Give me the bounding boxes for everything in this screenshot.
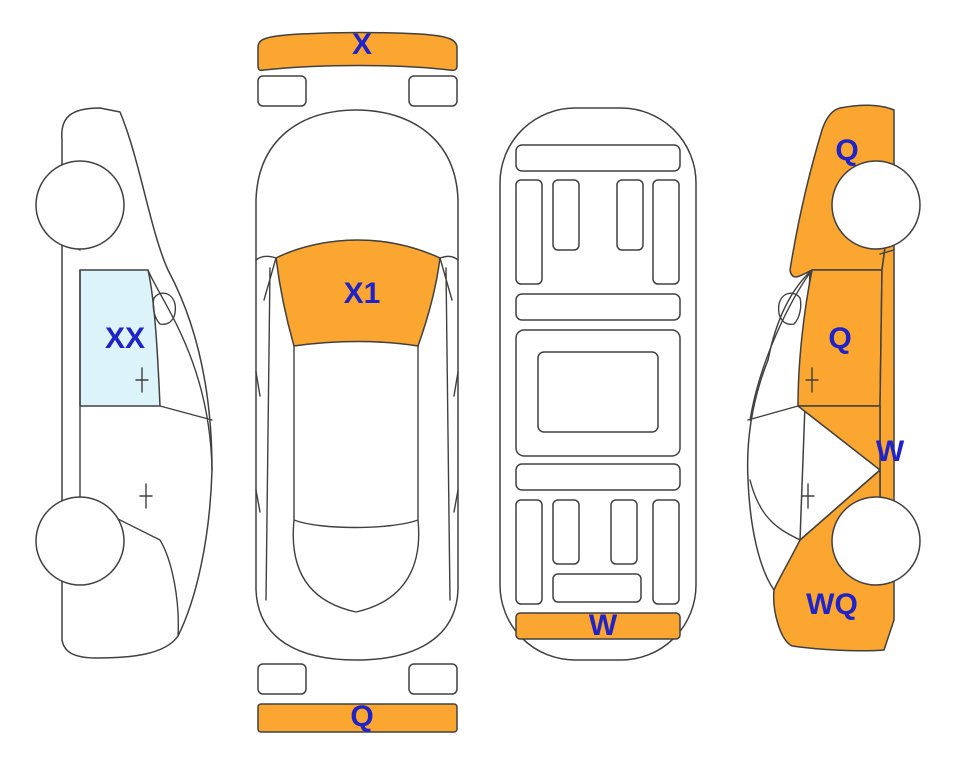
top-view-mirrors bbox=[255, 371, 459, 513]
right-rear-door-label: W bbox=[876, 435, 905, 468]
right-front-fender-label: Q bbox=[835, 134, 858, 167]
underside-panel bbox=[515, 293, 681, 321]
underside-panel bbox=[610, 499, 638, 565]
rear-bumper-label: Q bbox=[350, 700, 373, 733]
left-rear-wheel bbox=[35, 496, 125, 586]
front-bumper-label: X bbox=[352, 28, 372, 61]
right-rear-quarter-label: WQ bbox=[806, 588, 858, 621]
trunk-panel-label: W bbox=[589, 609, 618, 642]
right-side-lines bbox=[747, 249, 895, 541]
front-left-light bbox=[257, 75, 307, 107]
underside-panel bbox=[515, 179, 543, 285]
right-rear-wheel bbox=[831, 496, 921, 586]
left-side-view: XX bbox=[35, 107, 213, 659]
underside-panel bbox=[652, 499, 680, 605]
underside-panel bbox=[552, 179, 580, 251]
rear-left-light bbox=[257, 663, 307, 695]
underside-panel bbox=[515, 499, 543, 605]
left-door-handles bbox=[135, 367, 153, 509]
left-rear-window-label: XX bbox=[105, 322, 145, 355]
underside-panel bbox=[552, 499, 580, 565]
underside-panel bbox=[537, 351, 659, 433]
right-side-body-outline bbox=[746, 269, 813, 601]
right-door-handles bbox=[801, 367, 819, 509]
front-bumper bbox=[257, 31, 458, 72]
right-front-door-label: Q bbox=[828, 322, 851, 355]
top-view-lines bbox=[255, 255, 459, 613]
underside-panel bbox=[616, 179, 644, 251]
right-side-view: Q Q W WQ bbox=[746, 104, 921, 652]
underside-panel bbox=[515, 144, 681, 172]
left-front-wheel bbox=[35, 160, 125, 250]
trunk-panel bbox=[515, 612, 681, 640]
underside-panel bbox=[652, 179, 680, 285]
rear-right-light bbox=[408, 663, 458, 695]
rear-bumper bbox=[257, 703, 458, 733]
underside-panel bbox=[515, 463, 681, 491]
windshield bbox=[275, 239, 441, 347]
right-side-mirror bbox=[777, 292, 802, 325]
left-side-mirror bbox=[152, 292, 177, 325]
front-right-light bbox=[408, 75, 458, 107]
underside-view: W bbox=[499, 107, 697, 661]
top-view-body bbox=[255, 109, 459, 661]
windshield-label: X1 bbox=[344, 277, 381, 310]
top-view: X X1 Q bbox=[255, 28, 459, 733]
underside-panel bbox=[552, 573, 642, 603]
right-front-wheel bbox=[831, 160, 921, 250]
